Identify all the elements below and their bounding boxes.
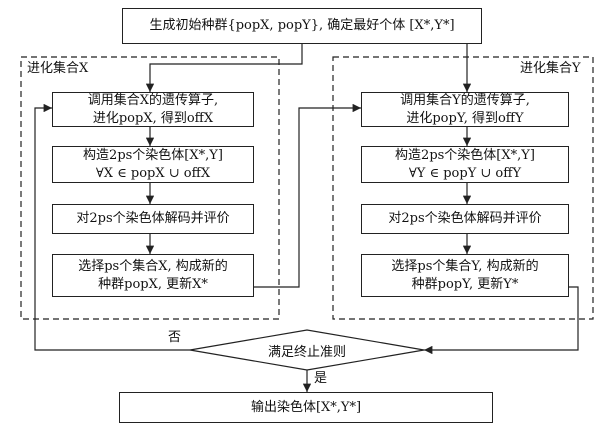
x-b1-line1: 调用集合X的遗传算子, — [87, 92, 219, 108]
x-b3-line1: 对2ps个染色体解码并评价 — [76, 211, 230, 226]
no-label: 否 — [168, 330, 182, 345]
y-construct-chromosome-box: 构造2ps个染色体[X*,Y] ∀Y ∈ popY ∪ offY — [361, 146, 569, 183]
region-y-boundary — [332, 56, 594, 320]
arrow-decision-no — [34, 103, 190, 351]
arrow-x-to-y — [254, 103, 361, 288]
decision-diamond — [189, 329, 425, 371]
region-y-label: 进化集合Y — [520, 61, 581, 76]
x-b2-line1: 构造2ps个染色体[X*,Y] — [83, 147, 223, 163]
output-box: 输出染色体[X*,Y*] — [119, 392, 493, 423]
y-b1-line2: 进化popY, 得到offY — [406, 110, 524, 126]
region-x-label: 进化集合X — [27, 61, 89, 76]
y-b4-line2: 种群popY, 更新Y* — [411, 276, 519, 292]
y-b2-line2: ∀Y ∈ popY ∪ offY — [408, 165, 522, 181]
arrow-top-to-x — [145, 44, 303, 92]
init-population-box: 生成初始种群{popX, popY}, 确定最好个体 [X*,Y*] — [122, 8, 482, 44]
y-select-update-box: 选择ps个集合Y, 构成新的 种群popY, 更新Y* — [361, 254, 569, 297]
x-construct-chromosome-box: 构造2ps个染色体[X*,Y] ∀X ∈ popX ∪ offX — [52, 146, 254, 183]
decision-text: 满足终止准则 — [267, 344, 346, 360]
init-population-text: 生成初始种群{popX, popY}, 确定最好个体 [X*,Y*] — [149, 18, 455, 33]
output-text: 输出染色体[X*,Y*] — [250, 399, 362, 415]
x-b1-line2: 进化popX, 得到offX — [92, 110, 214, 126]
y-b4-line1: 选择ps个集合Y, 构成新的 — [391, 258, 539, 274]
y-decode-evaluate-box: 对2ps个染色体解码并评价 — [361, 204, 569, 234]
x-b4-line1: 选择ps个集合X, 构成新的 — [78, 258, 228, 274]
y-b2-line1: 构造2ps个染色体[X*,Y] — [395, 147, 535, 163]
y-b1-line1: 调用集合Y的遗传算子, — [400, 92, 530, 108]
arrow-y-to-decision — [424, 286, 579, 355]
x-decode-evaluate-box: 对2ps个染色体解码并评价 — [52, 204, 254, 234]
x-b4-line2: 种群popX, 更新X* — [98, 276, 208, 292]
x-select-update-box: 选择ps个集合X, 构成新的 种群popX, 更新X* — [52, 254, 254, 297]
x-b2-line2: ∀X ∈ popX ∪ offX — [95, 165, 211, 181]
y-genetic-operator-box: 调用集合Y的遗传算子, 进化popY, 得到offY — [361, 92, 569, 127]
yes-label: 是 — [314, 371, 328, 386]
x-genetic-operator-box: 调用集合X的遗传算子, 进化popX, 得到offX — [52, 92, 254, 127]
y-b3-line1: 对2ps个染色体解码并评价 — [388, 211, 542, 226]
